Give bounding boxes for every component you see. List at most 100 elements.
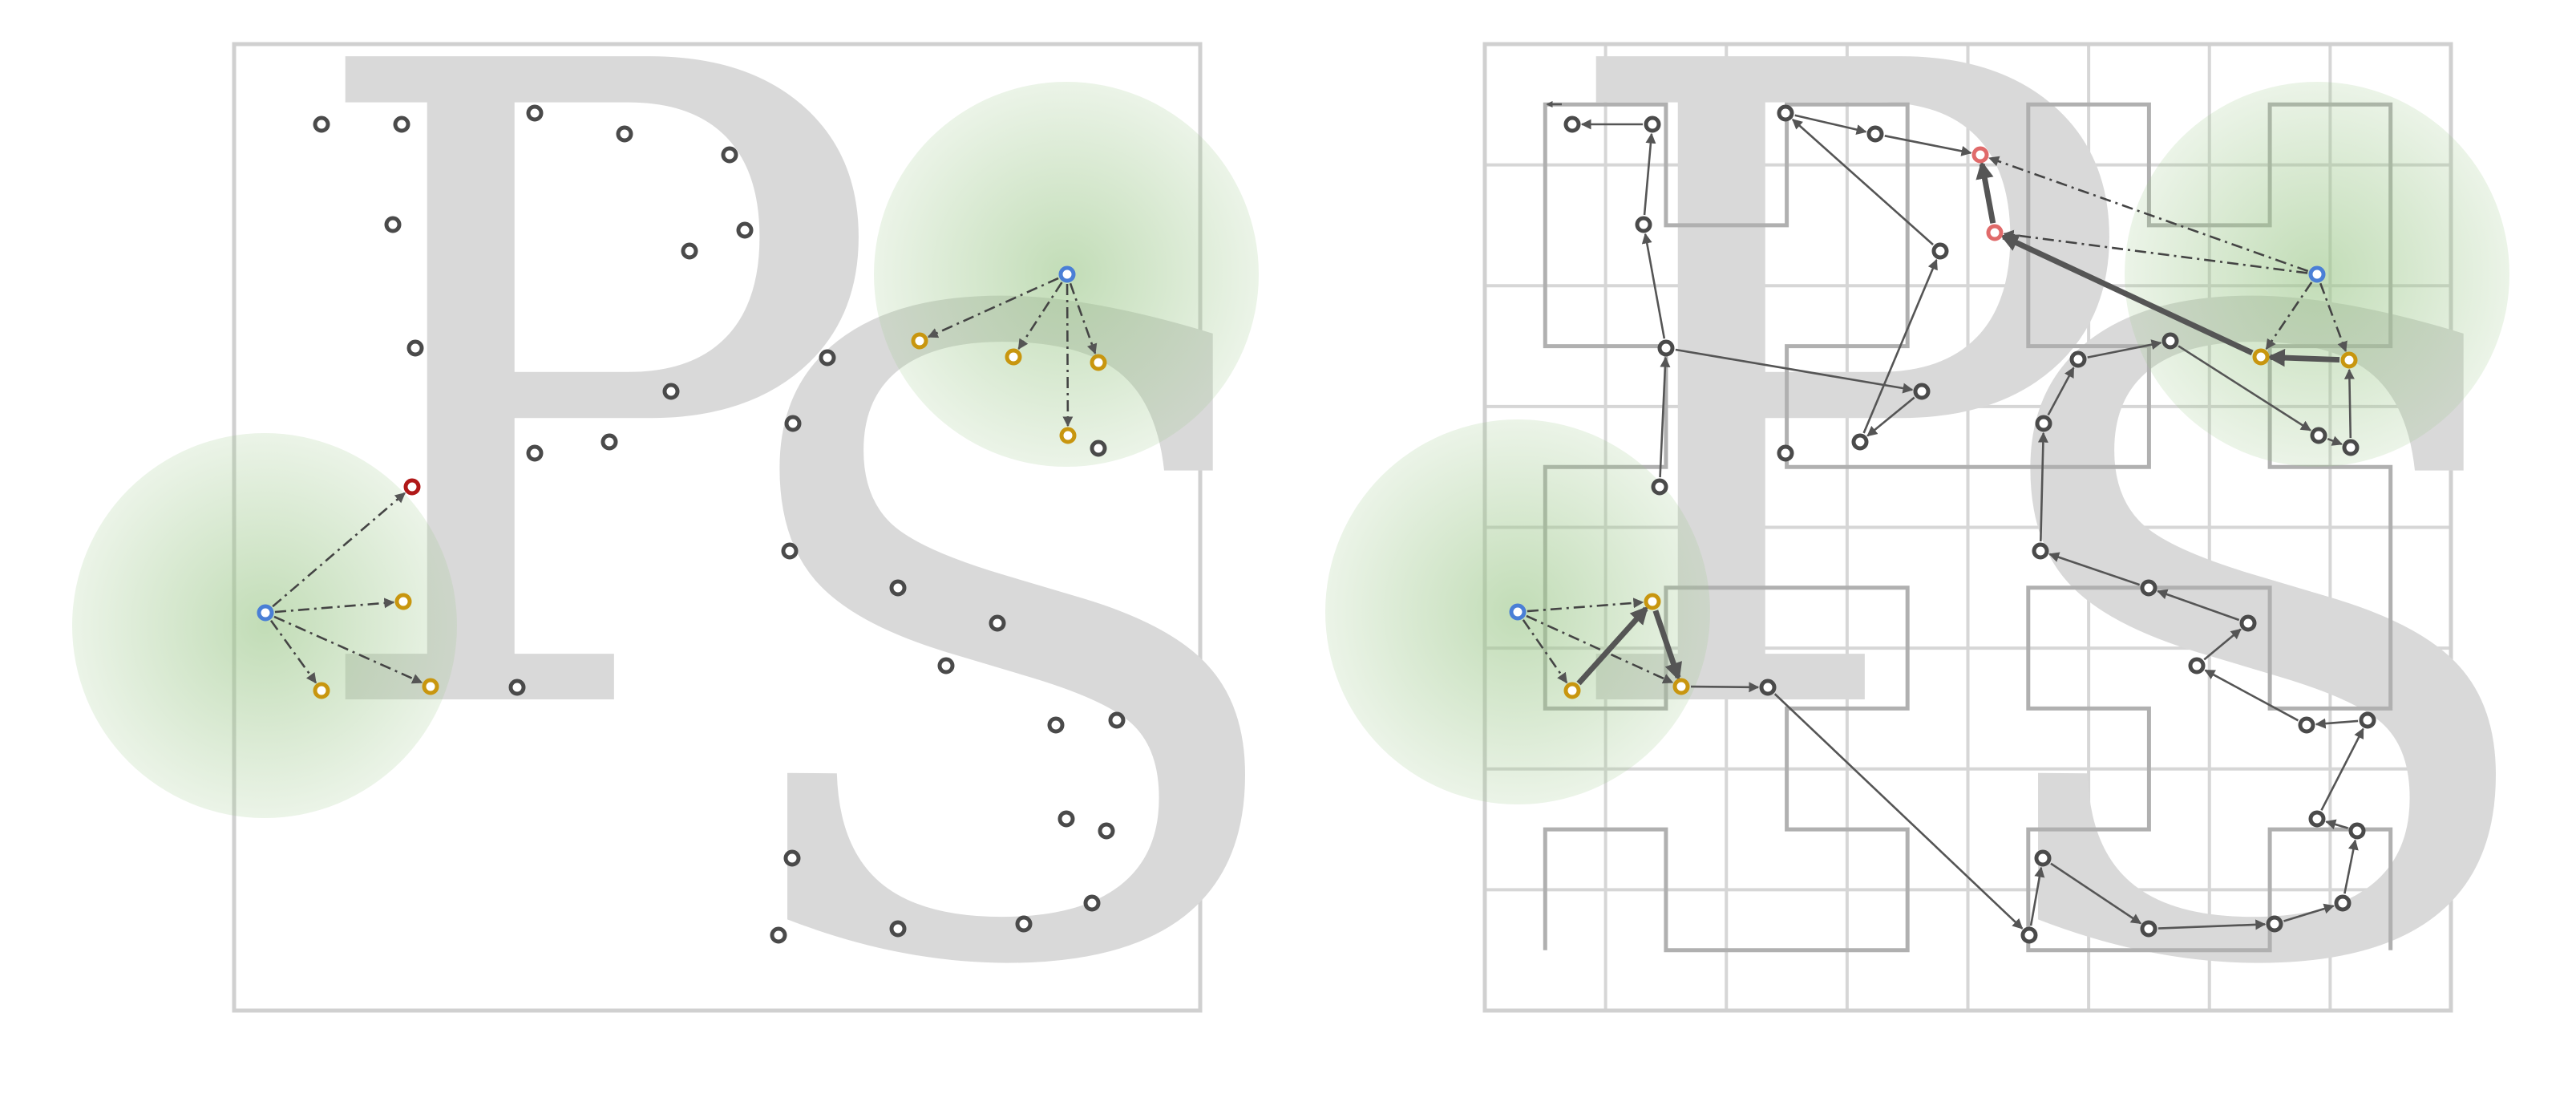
right-data-point-10 [1913, 383, 1931, 400]
left-data-point-28 [989, 614, 1006, 632]
right-candidate-point-9 [1986, 224, 2004, 241]
hilbert-curve [1543, 102, 2393, 953]
left-query-edge-3 [273, 615, 423, 684]
left-data-point-38 [770, 926, 787, 944]
right-traversal-edges [1522, 100, 2364, 930]
left-data-point-0 [313, 115, 330, 133]
right-data-point-8 [1931, 242, 1949, 260]
right-traversal-edge-19 [2178, 345, 2311, 431]
right-traversal-edge-1 [1643, 132, 1656, 216]
left-neighbor-point-14 [394, 593, 412, 610]
right-data-point-6 [1866, 125, 1884, 143]
right-neighbor-point-13 [1644, 593, 1661, 610]
left-neighbor-point-22 [1005, 348, 1022, 366]
right-traversal-edge-5 [1866, 396, 1915, 437]
left-data-point-17 [508, 679, 526, 696]
right-query-edge-39 [1526, 614, 1674, 684]
right-traversal-edge-23 [2048, 552, 2141, 586]
right-traversal-edge-40 [1576, 606, 1648, 686]
left-query-edge-5 [1017, 282, 1063, 350]
right-data-point-26 [2032, 542, 2049, 560]
left-neighbor-point-15 [313, 682, 330, 699]
right-data-point-27 [2140, 579, 2157, 597]
right-traversal-edge-8 [1794, 114, 1867, 135]
right-traversal-edge-25 [2203, 628, 2242, 661]
right-data-point-22 [2310, 427, 2327, 444]
left-points [257, 104, 1126, 944]
left-query-edge-0 [272, 492, 406, 608]
right-data-point-5 [1777, 104, 1794, 122]
right-traversal-edge-34 [2029, 866, 2045, 926]
right-query-edge-38 [1522, 619, 1568, 684]
left-target-point-12 [403, 478, 421, 496]
left-data-point-33 [1098, 822, 1115, 840]
left-panel: P S [72, 0, 1310, 1110]
left-query-point-13 [257, 604, 274, 622]
right-traversal-edge-31 [2283, 903, 2335, 922]
left-neighbor-point-23 [1090, 354, 1107, 371]
right-data-point-4 [1651, 478, 1668, 496]
right-traversal-edge-30 [2343, 839, 2359, 894]
right-query-edge-11 [2003, 229, 2308, 274]
left-data-point-5 [384, 216, 402, 233]
right-data-point-31 [2359, 711, 2376, 729]
left-data-point-1 [393, 115, 410, 133]
left-data-point-32 [1057, 810, 1075, 828]
left-query-edge-2 [269, 619, 317, 684]
right-traversal-edge-28 [2320, 727, 2364, 811]
right-data-point-12 [1777, 444, 1794, 462]
left-data-point-26 [781, 542, 799, 560]
left-data-point-18 [819, 349, 836, 367]
right-traversal-edge-6 [1862, 258, 1938, 434]
right-data-point-3 [1657, 339, 1675, 357]
right-traversal-edge-16 [1975, 160, 1996, 224]
left-data-point-4 [721, 146, 738, 164]
right-traversal-edge-14 [2267, 348, 2340, 367]
right-traversal-edge-15 [2000, 233, 2254, 356]
right-query-edge-12 [2265, 282, 2313, 350]
left-data-point-7 [736, 221, 754, 239]
right-traversal-edge-2 [1641, 233, 1666, 339]
right-traversal-edge-18 [2327, 435, 2343, 446]
left-neighbor-point-24 [1059, 427, 1077, 444]
right-traversal-edge-33 [2050, 862, 2142, 925]
right-data-point-21 [2342, 439, 2360, 456]
right-traversal-edge-27 [2315, 718, 2359, 729]
left-query-edge-4 [927, 277, 1059, 338]
left-query-point-20 [1058, 265, 1076, 283]
right-traversal-edge-9 [1884, 135, 1972, 156]
right-traversal-edge-3 [1659, 356, 1671, 478]
right-candidate-point-7 [1971, 146, 1989, 164]
right-neighbor-point-19 [2252, 348, 2270, 366]
right-points [1509, 104, 2376, 944]
right-data-point-2 [1635, 216, 1652, 233]
right-data-point-37 [2140, 920, 2157, 938]
left-data-point-34 [783, 849, 801, 867]
right-data-point-33 [2348, 822, 2366, 840]
left-data-point-30 [1047, 716, 1065, 734]
right-data-point-32 [2308, 810, 2326, 828]
right-panel: P S [1325, 0, 2561, 1110]
left-data-point-35 [1083, 894, 1101, 912]
right-data-point-28 [2239, 614, 2257, 632]
right-neighbor-point-16 [1672, 678, 1690, 695]
right-traversal-edge-4 [1675, 348, 1914, 394]
right-traversal-edge-17 [2343, 368, 2355, 439]
right-traversal-edge-35 [1773, 693, 2024, 930]
left-data-point-2 [526, 104, 544, 122]
left-data-point-9 [662, 383, 680, 400]
right-traversal-edge-29 [2325, 819, 2348, 830]
left-data-point-27 [889, 579, 907, 597]
right-data-point-36 [2266, 915, 2283, 933]
right-data-point-17 [1759, 679, 1777, 696]
right-data-point-34 [2034, 849, 2052, 867]
right-traversal-edge-22 [2037, 431, 2048, 542]
right-data-point-29 [2188, 657, 2206, 675]
left-query-edge-7 [1062, 283, 1074, 427]
left-data-point-10 [601, 433, 618, 451]
left-data-point-8 [406, 339, 424, 357]
right-traversal-edge-21 [2047, 367, 2075, 416]
left-data-point-11 [526, 444, 544, 462]
right-data-point-0 [1563, 115, 1581, 133]
